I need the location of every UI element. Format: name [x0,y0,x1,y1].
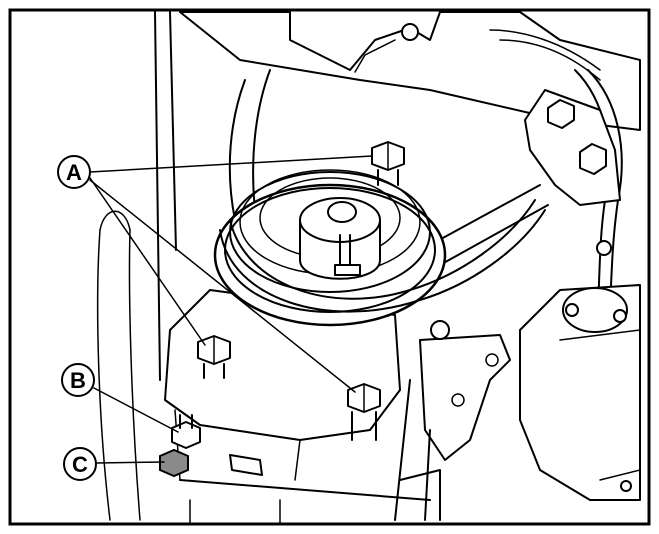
drawing [89,11,641,523]
belt-guide [228,69,549,266]
bolt-a-left [197,335,231,379]
v-belt [219,199,546,313]
top-cover-panel [179,11,641,131]
callout-a: A [57,155,91,189]
lever-arm [394,320,511,521]
frame-tube-left [96,11,177,521]
base-frame [179,454,441,523]
upper-right-bracket [524,89,621,206]
callout-a-label: A [66,160,82,185]
bolt-b [171,414,201,449]
pulley-hub [299,197,381,280]
callout-c-label: C [72,452,88,477]
lower-right-housing [519,240,641,501]
bolt-a-top [371,141,405,186]
bolt-a-right [347,383,381,441]
callout-b: B [61,363,95,397]
callout-c: C [63,447,97,481]
leader-lines [89,155,373,464]
callout-b-label: B [70,368,86,393]
nut-c [159,448,189,478]
